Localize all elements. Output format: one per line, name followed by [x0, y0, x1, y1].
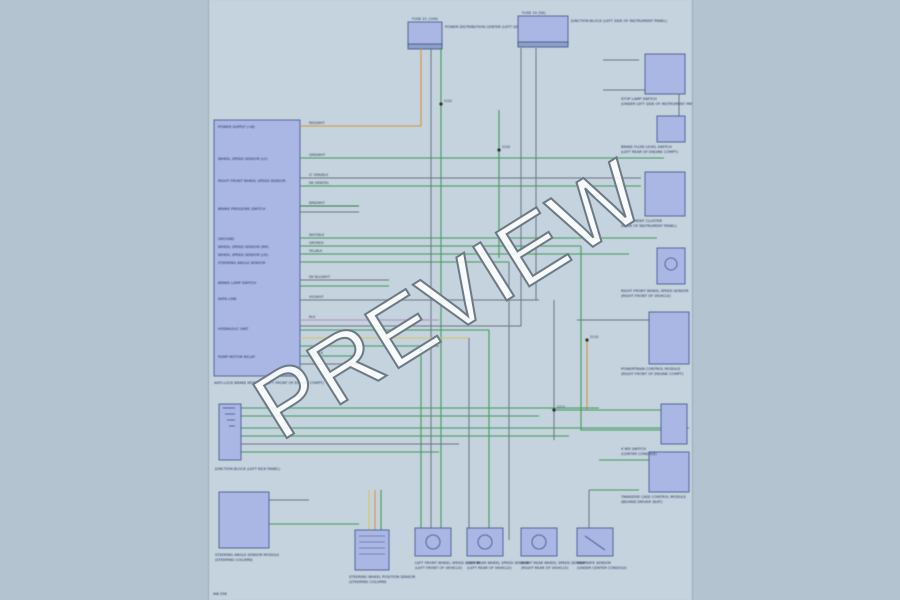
wire-color-label: PNK/BLK [309, 351, 324, 355]
wiring-diagram-sheet: FUSE 21 (10A) POWER DISTRIBUTION CENTER … [208, 0, 693, 600]
splice-label: S211 [557, 405, 565, 409]
abs-pin-label: HYDRAULIC UNIT [218, 327, 249, 331]
right-module-labels: STOP LAMP SWITCH(UNDER LEFT SIDE OF INST… [620, 97, 692, 504]
wire-color-labels: RED/WHT GRN/WHT LT GRN/BLK DK GRN/YEL BRN/WH… [309, 99, 598, 412]
abs-pin-label: WHEEL SPEED SENSOR (RR) [218, 245, 269, 249]
right-module-desc: (CENTER CONSOLE) [621, 452, 657, 456]
page-code: AW-556 [213, 592, 228, 596]
bottom-left-module: STEERING ANGLE SENSOR MODULE (STEERING C… [215, 491, 280, 562]
wheel-sensor-box [520, 527, 558, 557]
abs-module-block: POWER SUPPLY (+B) WHEEL SPEED SENSOR (LF)… [213, 119, 324, 385]
fuse-box-top-left: FUSE 21 (10A) POWER DISTRIBUTION CENTER … [407, 17, 558, 50]
bottom-sensor-label: RIGHT REAR WHEEL SPEED SENSOR [521, 561, 586, 565]
right-module-label: INSTRUMENT CLUSTER [621, 219, 662, 223]
bottom-sensor-row: LEFT FRONT WHEEL SPEED SENSOR(LEFT FRONT… [414, 527, 627, 570]
steering-sensor-label: STEERING WHEEL POSITION SENSOR [349, 575, 416, 579]
wheel-sensor-box [414, 527, 452, 557]
fuse-top-left-label: FUSE 21 (10A) [412, 17, 439, 21]
wheel-sensor-icon [477, 534, 493, 550]
bottom-left-module-desc: (STEERING COLUMN) [215, 558, 253, 562]
left-connector-block: JUNCTION BLOCK (LEFT KICK PANEL) [214, 403, 281, 471]
abs-pin-label: WHEEL SPEED SENSOR (LF) [218, 157, 268, 161]
right-modules: STOP LAMP SWITCH(UNDER LEFT SIDE OF INST… [620, 53, 692, 504]
abs-module-pins: POWER SUPPLY (+B) WHEEL SPEED SENSOR (LF)… [218, 125, 286, 359]
bottom-sensor-label: LEFT REAR WHEEL SPEED SENSOR [467, 561, 530, 565]
bottom-sensor-label: LEFT FRONT WHEEL SPEED SENSOR [415, 561, 480, 565]
abs-pin-label: POWER SUPPLY (+B) [218, 125, 255, 129]
splice-dot [419, 348, 423, 352]
splice-dot [497, 148, 501, 152]
abs-pin-label: GROUND [218, 237, 234, 241]
splice-dot [585, 338, 589, 342]
fuse-box-top-right: FUSE 14 (5A) JUNCTION BLOCK (LEFT SIDE O… [517, 11, 668, 48]
abs-pin-label: DATA LINK [218, 297, 237, 301]
bottom-left-module-label: STEERING ANGLE SENSOR MODULE [215, 553, 280, 557]
switch-icon [584, 535, 606, 551]
right-module-desc: (RIGHT FRONT OF VEHICLE) [621, 294, 672, 298]
wheel-sensor-box [576, 527, 614, 557]
bottom-sensor-desc: (UNDER CENTER CONSOLE) [577, 566, 627, 570]
wire-color-label: LT GRN/BLK [309, 173, 329, 177]
left-connector-label: JUNCTION BLOCK (LEFT KICK PANEL) [214, 467, 281, 471]
wire-color-label: BRN/WHT [309, 201, 326, 205]
abs-pin-label: STEERING ANGLE SENSOR [218, 261, 266, 265]
right-module-desc: (REAR OF INSTRUMENT PANEL) [621, 224, 677, 228]
wire-color-label: DK GRN/YEL [309, 181, 329, 185]
right-module-label: RIGHT FRONT WHEEL SPEED SENSOR [621, 289, 689, 293]
splice-dot [552, 408, 556, 412]
wiring-diagram: FUSE 21 (10A) POWER DISTRIBUTION CENTER … [213, 11, 692, 596]
right-module-label: BRAKE FLUID LEVEL SWITCH [621, 145, 672, 149]
right-module-label: TRANSFER CASE CONTROL MODULE [620, 495, 687, 499]
splice-dot [439, 102, 443, 106]
bottom-sensor-desc: (LEFT REAR OF VEHICLE) [467, 566, 512, 570]
wire-color-label: GRY/RED [309, 241, 324, 245]
wheel-sensor-icon [531, 534, 547, 550]
wheel-sensor-box [466, 527, 504, 557]
right-module-desc: (RIGHT FRONT OF ENGINE COMPT) [621, 372, 684, 376]
right-module-label: STOP LAMP SWITCH [621, 97, 657, 101]
abs-module-label: ANTI-LOCK BRAKE MODULE (LEFT FRONT OF EN… [214, 381, 324, 385]
wire-color-label: BLK [309, 315, 316, 319]
wire-color-label: RED/WHT [309, 121, 326, 125]
splice-label: S305 [424, 345, 432, 349]
wire-color-label: VIO/WHT [309, 295, 325, 299]
fuse-top-left-desc: POWER DISTRIBUTION CENTER (LEFT SIDE OF … [445, 25, 558, 29]
splice-label: S210 [590, 335, 598, 339]
steering-sensor: STEERING WHEEL POSITION SENSOR (STEERING… [349, 529, 416, 584]
fuse-top-right-desc: JUNCTION BLOCK (LEFT SIDE OF INSTRUMENT … [570, 19, 668, 23]
right-module-desc: (BEHIND DRIVER SEAT) [621, 500, 663, 504]
right-module-label: 4 WD SWITCH [621, 447, 646, 451]
splice-label: S102 [502, 145, 510, 149]
right-module-desc: (LEFT REAR OF ENGINE COMPT) [621, 150, 679, 154]
right-module-desc: (UNDER LEFT SIDE OF INSTRUMENT PANEL) [621, 102, 692, 106]
splice-label: S101 [444, 99, 452, 103]
wire-color-label: WHT/BLK [309, 233, 325, 237]
right-module-label: POWERTRAIN CONTROL MODULE [621, 367, 681, 371]
wire-color-label: YEL/BLK [309, 249, 323, 253]
abs-pin-label: BRAKE PRESSURE SWITCH [218, 207, 265, 211]
wheel-sensor-icon [425, 534, 441, 550]
fuse-top-right-label: FUSE 14 (5A) [522, 11, 546, 15]
bottom-sensor-desc: (LEFT FRONT OF VEHICLE) [415, 566, 463, 570]
abs-pin-label: BRAKE LAMP SWITCH [218, 281, 256, 285]
bottom-sensor-desc: (RIGHT REAR OF VEHICLE) [521, 566, 569, 570]
abs-pin-label: WHEEL SPEED SENSOR (LR) [218, 253, 269, 257]
abs-pin-label: RIGHT FRONT WHEEL SPEED SENSOR [218, 179, 286, 183]
steering-sensor-desc: (STEERING COLUMN) [349, 580, 387, 584]
wire-color-label: DK BLU/WHT [309, 275, 331, 279]
abs-pin-label: PUMP MOTOR RELAY [218, 355, 256, 359]
bottom-sensor-label: YAW RATE SENSOR [577, 561, 611, 565]
wire-color-label: GRN/WHT [309, 153, 326, 157]
